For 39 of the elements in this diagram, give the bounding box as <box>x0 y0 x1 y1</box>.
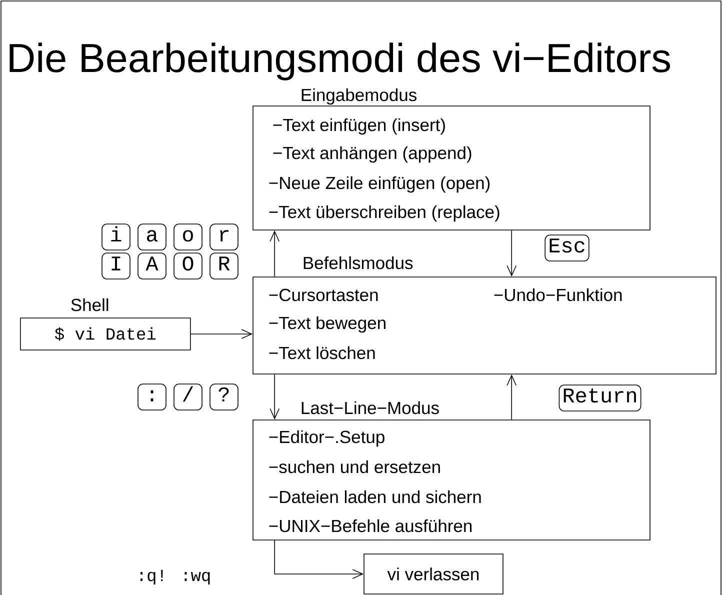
key-cap: O <box>174 252 202 280</box>
list-item: −Text überschreiben (replace) <box>269 205 500 222</box>
list-item: −Text einfügen (insert) <box>273 118 445 135</box>
key-cap: I <box>102 252 130 280</box>
box-heading: Befehlsmodus <box>304 256 413 270</box>
key-cap: Esc <box>544 234 590 262</box>
arrow <box>270 374 280 420</box>
key-cap: i <box>102 224 130 250</box>
list-item: −Editor−.Setup <box>269 430 384 447</box>
list-item: −Text anhängen (append) <box>273 146 472 163</box>
edge-label: :q! :wq <box>135 568 212 586</box>
key-cap: Return <box>558 384 642 412</box>
list-item: −UNIX−Befehle ausführen <box>269 519 472 532</box>
arrow <box>270 230 280 277</box>
key-cap: / <box>174 384 202 410</box>
list-item: −Cursortasten <box>269 288 378 302</box>
arrow <box>506 374 516 420</box>
title: Die Bearbeitungsmodi des vi−Editors <box>10 42 670 80</box>
list-item: −Undo−Funktion <box>494 288 622 302</box>
arrow <box>190 329 253 339</box>
key-cap: ? <box>210 384 238 410</box>
box-heading: Shell <box>71 298 108 312</box>
list-item: −suchen und ersetzen <box>269 460 440 474</box>
arrow <box>506 230 516 277</box>
key-cap: a <box>138 224 166 250</box>
list-item: −Dateien laden und sichern <box>269 490 481 504</box>
key-cap: r <box>210 224 238 250</box>
exit-box: vi verlassen <box>364 554 504 594</box>
key-cap: A <box>138 252 166 280</box>
key-cap: : <box>138 384 166 410</box>
key-cap: o <box>174 224 202 250</box>
command-box: $ vi Datei <box>20 318 191 350</box>
key-cap: R <box>210 252 238 280</box>
box-heading: Last−Line−Modus <box>302 401 439 414</box>
list-item: −Neue Zeile einfügen (open) <box>269 176 490 193</box>
box-heading: Eingabemodus <box>302 88 416 105</box>
list-item: −Text bewegen <box>269 316 386 333</box>
arrow <box>274 540 364 579</box>
list-item: −Text löschen <box>269 346 375 360</box>
